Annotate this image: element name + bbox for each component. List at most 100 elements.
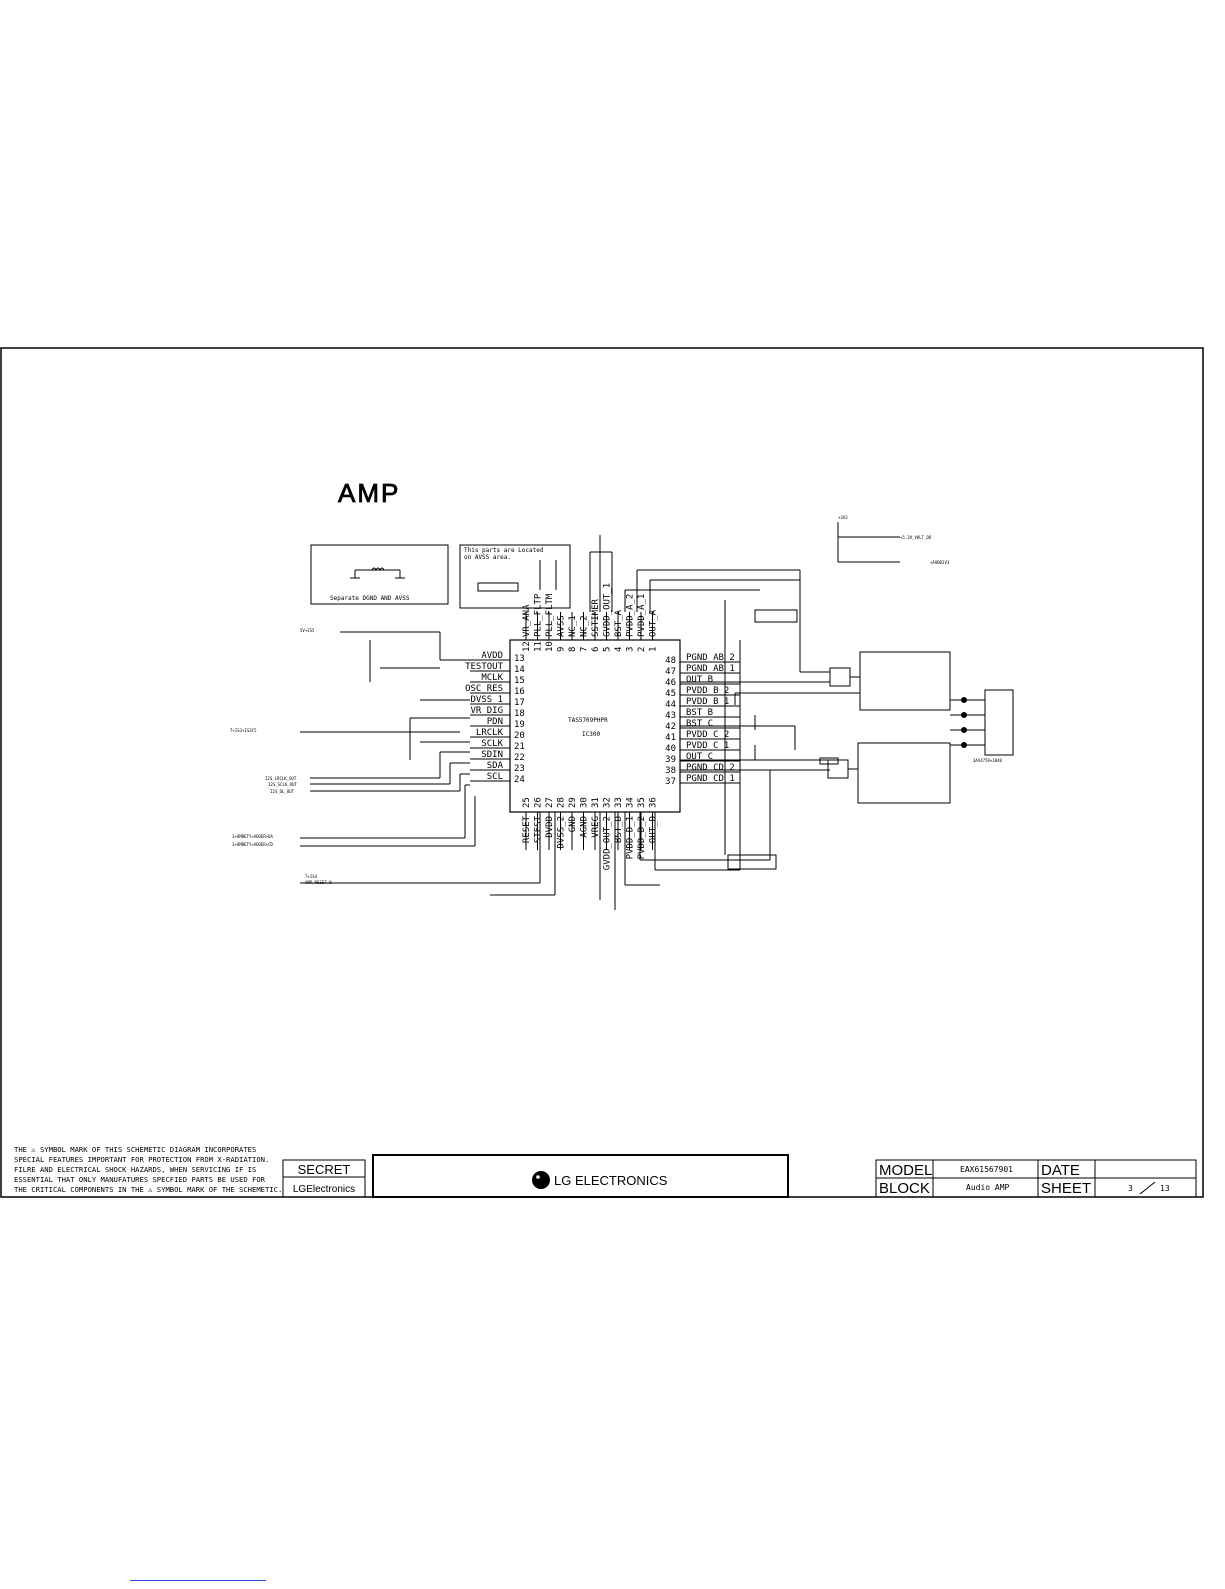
ic-pin-name-2: PVDD_A_1 — [637, 594, 647, 637]
ic-pin-name-17: DVSS_1 — [470, 695, 503, 705]
ic-pin-name-21: SCLK — [481, 739, 503, 749]
ic-pin-number-39: 39 — [665, 755, 676, 765]
block-label: BLOCK — [879, 1180, 930, 1197]
page-title: AMP — [338, 478, 400, 508]
ic-pin-name-35: PVDD_D_2 — [637, 816, 647, 859]
ic-bottom-pins: 25RESET26STEST27DVDD28DVSS_229GND30AGND3… — [522, 797, 659, 870]
warning-line: THE CRITICAL COMPONENTS IN THE ⚠ SYMBOL … — [14, 1185, 282, 1194]
ic-pin-name-24: SCL — [487, 772, 503, 782]
svg-text:7+IS3+IS3C5: 7+IS3+IS3C5 — [230, 728, 257, 733]
ic-pin-name-16: OSC_RES — [465, 684, 503, 694]
sheet-number: 3 — [1128, 1184, 1133, 1193]
ic-pin-name-34: PVDD_D_1 — [626, 816, 636, 859]
avss-note-line-1: This parts are Located — [464, 547, 544, 554]
ic-pin-name-15: MCLK — [481, 673, 503, 683]
ic-pin-number-21: 21 — [514, 742, 525, 752]
ic-pin-number-13: 13 — [514, 654, 525, 664]
model-label: MODEL — [879, 1162, 932, 1179]
ic-pin-name-12: VR_ANA — [522, 604, 532, 637]
ic-pin-number-18: 18 — [514, 709, 525, 719]
ic-body — [509, 639, 681, 813]
ic-reference: IC300 — [582, 731, 600, 738]
ic-pin-number-31: 31 — [591, 797, 601, 808]
company-name: LG ELECTRONICS — [554, 1173, 668, 1188]
ic-pin-name-46: OUT_B — [686, 675, 713, 685]
block-value: Audio AMP — [966, 1183, 1010, 1192]
ic-pin-number-7: 7 — [580, 647, 590, 652]
svg-text:+5.3V_VOLT_DD: +5.3V_VOLT_DD — [900, 535, 932, 540]
ic-pin-name-4: BST_A — [614, 609, 624, 637]
ic-pin-number-22: 22 — [514, 753, 525, 763]
avss-parts-note: This parts are Located on AVSS area. — [459, 544, 571, 609]
warning-line: THE ⚠ SYMBOL MARK OF THIS SCHEMETIC DIAG… — [14, 1145, 256, 1154]
warning-line: ESSENTIAL THAT ONLY MANUFATURES SPECFIED… — [14, 1175, 266, 1184]
ic-pin-number-25: 25 — [522, 797, 532, 808]
svg-text:3AX4750+1040: 3AX4750+1040 — [973, 758, 1002, 763]
sheet-label: SHEET — [1041, 1180, 1091, 1197]
ic-pin-name-48: PGND_AB_2 — [686, 653, 735, 663]
ic-pin-name-6: SSTIMER — [591, 598, 601, 637]
ic-pin-name-31: VREG — [591, 816, 601, 838]
ic-pin-name-5: GVDD_OUT_1 — [603, 583, 613, 637]
ic-pin-number-48: 48 — [665, 656, 676, 666]
lg-logo-icon — [532, 1171, 550, 1189]
ic-pin-name-37: PGND_CD_1 — [686, 774, 735, 784]
ic-pin-number-36: 36 — [649, 797, 659, 808]
ic-pin-number-30: 30 — [580, 797, 590, 808]
ic-pin-name-26: STEST — [534, 815, 544, 843]
ic-pin-number-20: 20 — [514, 731, 525, 741]
ic-top-pins: VR_ANA12PLL_FLTP11PLL_FLTM10AVSS9NC_18NC… — [522, 583, 659, 652]
ic-pin-name-29: GND — [568, 816, 578, 832]
ic-pin-name-10: PLL_FLTM — [545, 593, 555, 637]
ic-pin-number-5: 5 — [603, 647, 613, 652]
ic-pin-name-27: DVDD — [545, 816, 555, 838]
ic-pin-number-34: 34 — [626, 797, 636, 808]
ic-pin-name-30: AGND — [580, 816, 590, 838]
circuit-wiring — [300, 522, 1014, 910]
svg-text:I2S_DL_OUT: I2S_DL_OUT — [270, 789, 295, 794]
svg-text:3+UMBETY+ADDER+DA: 3+UMBETY+ADDER+DA — [232, 834, 274, 839]
ic-pin-number-17: 17 — [514, 698, 525, 708]
footer-link-underline[interactable] — [130, 1580, 266, 1581]
model-value: EAX61567901 — [960, 1165, 1013, 1174]
avss-note-line-2: on AVSS area. — [464, 554, 511, 561]
title-block: THE ⚠ SYMBOL MARK OF THIS SCHEMETIC DIAG… — [14, 1145, 1197, 1198]
warning-line: SPECIAL FEATURES IMPORTANT FOR PROTECTIO… — [14, 1155, 269, 1164]
ic-pin-name-41: PVDD_C_2 — [686, 730, 729, 740]
ic-pin-number-12: 12 — [522, 641, 532, 652]
ic-pin-number-11: 11 — [534, 641, 544, 652]
ic-pin-name-40: PVDD_C_1 — [686, 741, 729, 751]
ic-pin-number-40: 40 — [665, 744, 676, 754]
ic-pin-number-46: 46 — [665, 678, 676, 688]
ic-pin-name-11: PLL_FLTP — [534, 593, 544, 637]
ic-pin-name-18: VR_DIG — [470, 706, 503, 716]
ic-pin-name-36: OUT_D — [649, 816, 659, 843]
ic-pin-number-14: 14 — [514, 665, 525, 675]
svg-text:5V+IS5: 5V+IS5 — [300, 628, 315, 633]
ic-pin-number-44: 44 — [665, 700, 676, 710]
ic-pin-name-42: BST_C — [686, 719, 713, 729]
ic-pin-number-9: 9 — [557, 647, 567, 652]
date-label: DATE — [1041, 1162, 1080, 1179]
company-small-label: LGElectronics — [293, 1184, 355, 1195]
ic-pin-name-9: AVSS — [557, 615, 567, 637]
svg-text:AMP_RESET_N: AMP_RESET_N — [305, 880, 332, 885]
ic-pin-name-14: TESTOUT — [465, 662, 504, 672]
ic-pin-name-20: LRCLK — [476, 728, 504, 738]
ic-pin-number-10: 10 — [545, 641, 555, 652]
ic-pin-name-7: NC_2 — [580, 615, 590, 637]
svg-text:I2S_SCLK_OUT: I2S_SCLK_OUT — [268, 782, 297, 787]
ic-pin-number-24: 24 — [514, 775, 525, 785]
ic-pin-number-16: 16 — [514, 687, 525, 697]
ic-pin-number-26: 26 — [534, 797, 544, 808]
ground-separation-note: Separate DGND AND AVSS — [310, 544, 449, 605]
ic-pin-number-38: 38 — [665, 766, 676, 776]
ic-pin-number-27: 27 — [545, 797, 555, 808]
ic-pin-number-37: 37 — [665, 777, 676, 787]
ic-pin-number-32: 32 — [603, 797, 613, 808]
ic-pin-number-6: 6 — [591, 647, 601, 652]
ic-pin-name-45: PVDD_B_2 — [686, 686, 729, 696]
